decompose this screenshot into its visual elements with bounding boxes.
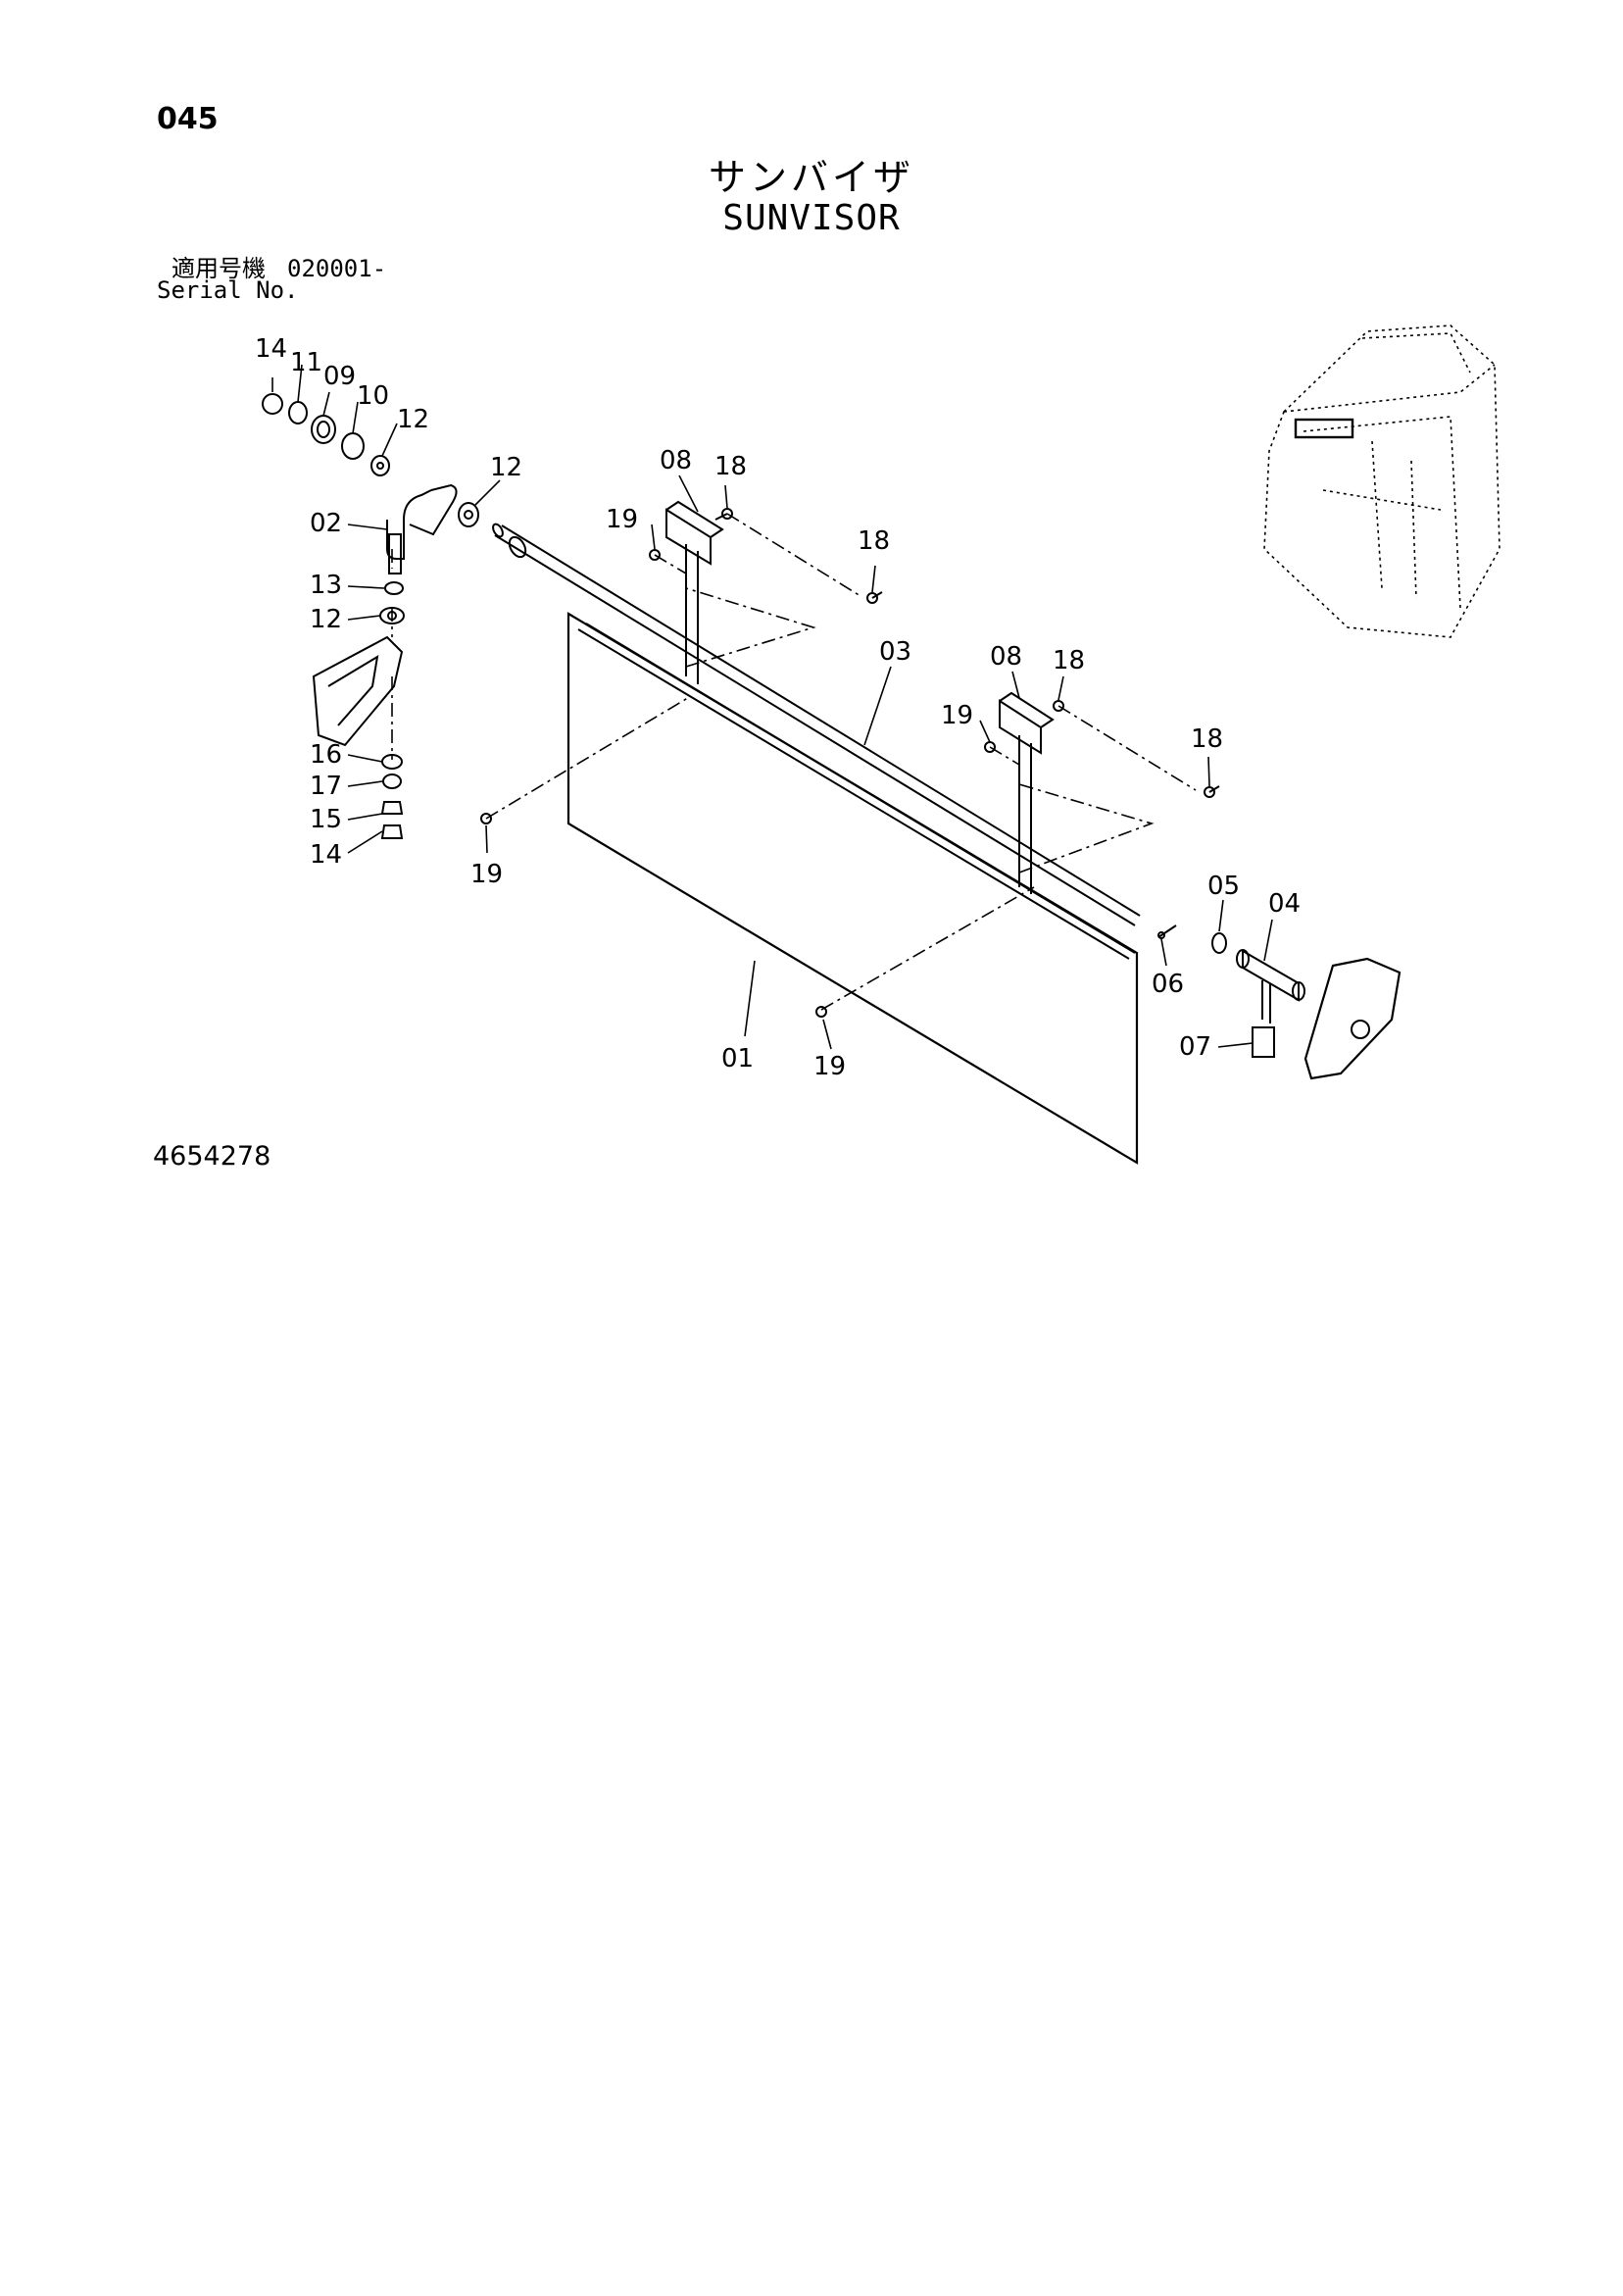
left-hinge-shape xyxy=(386,483,458,574)
callout-label: 18 xyxy=(858,526,890,556)
callout-label: 10 xyxy=(357,381,389,411)
callout-label: 12 xyxy=(310,605,342,634)
callout-label: 18 xyxy=(1191,724,1223,754)
callout-label: 15 xyxy=(310,805,342,834)
serial-label-japanese: 適用号機 020001- xyxy=(172,249,386,283)
callout-label: 08 xyxy=(990,642,1022,672)
knob-shape xyxy=(1303,957,1402,1080)
handle-shape xyxy=(1236,949,1305,1002)
callout-label: 16 xyxy=(310,740,342,770)
callout-label: 19 xyxy=(606,505,638,534)
callout-label: 14 xyxy=(255,334,287,364)
callout-label: 17 xyxy=(310,772,342,801)
bracket-left-shape xyxy=(649,500,733,684)
callout-label: 08 xyxy=(660,446,692,475)
callout-label: 02 xyxy=(310,509,342,538)
callout-label: 01 xyxy=(721,1044,754,1073)
callout-label: 11 xyxy=(290,348,322,377)
serial-value: 020001- xyxy=(287,255,387,282)
sunvisor-panel-shape xyxy=(566,612,1139,1165)
title-japanese: サンバイザ xyxy=(708,156,914,199)
callout-label: 12 xyxy=(397,405,429,434)
bracket-mount-shape xyxy=(312,635,404,747)
callout-label: 07 xyxy=(1179,1032,1211,1062)
callout-label: 19 xyxy=(941,701,973,730)
callout-label: 05 xyxy=(1207,872,1240,901)
callout-label: 03 xyxy=(879,637,911,667)
callout-label: 18 xyxy=(714,452,747,481)
page-number: 045 xyxy=(157,102,219,136)
callout-label: 18 xyxy=(1053,646,1085,675)
callout-label: 06 xyxy=(1152,970,1184,999)
callout-label: 19 xyxy=(813,1052,846,1081)
callout-label: 19 xyxy=(470,860,503,889)
cab-outline xyxy=(1263,324,1500,638)
drawing-number: 4654278 xyxy=(153,1141,271,1172)
callout-label: 12 xyxy=(490,453,522,482)
callout-label: 04 xyxy=(1268,889,1301,919)
cab-sunvisor-location xyxy=(1294,418,1354,439)
shaft-shape xyxy=(492,523,1141,926)
callout-label: 13 xyxy=(310,571,342,600)
callout-label: 14 xyxy=(310,840,342,870)
title-english: SUNVISOR xyxy=(722,198,901,238)
callout-label: 09 xyxy=(323,362,356,391)
serial-label-english: Serial No. xyxy=(157,276,299,304)
serial-label-jp-text: 適用号機 xyxy=(172,255,266,282)
